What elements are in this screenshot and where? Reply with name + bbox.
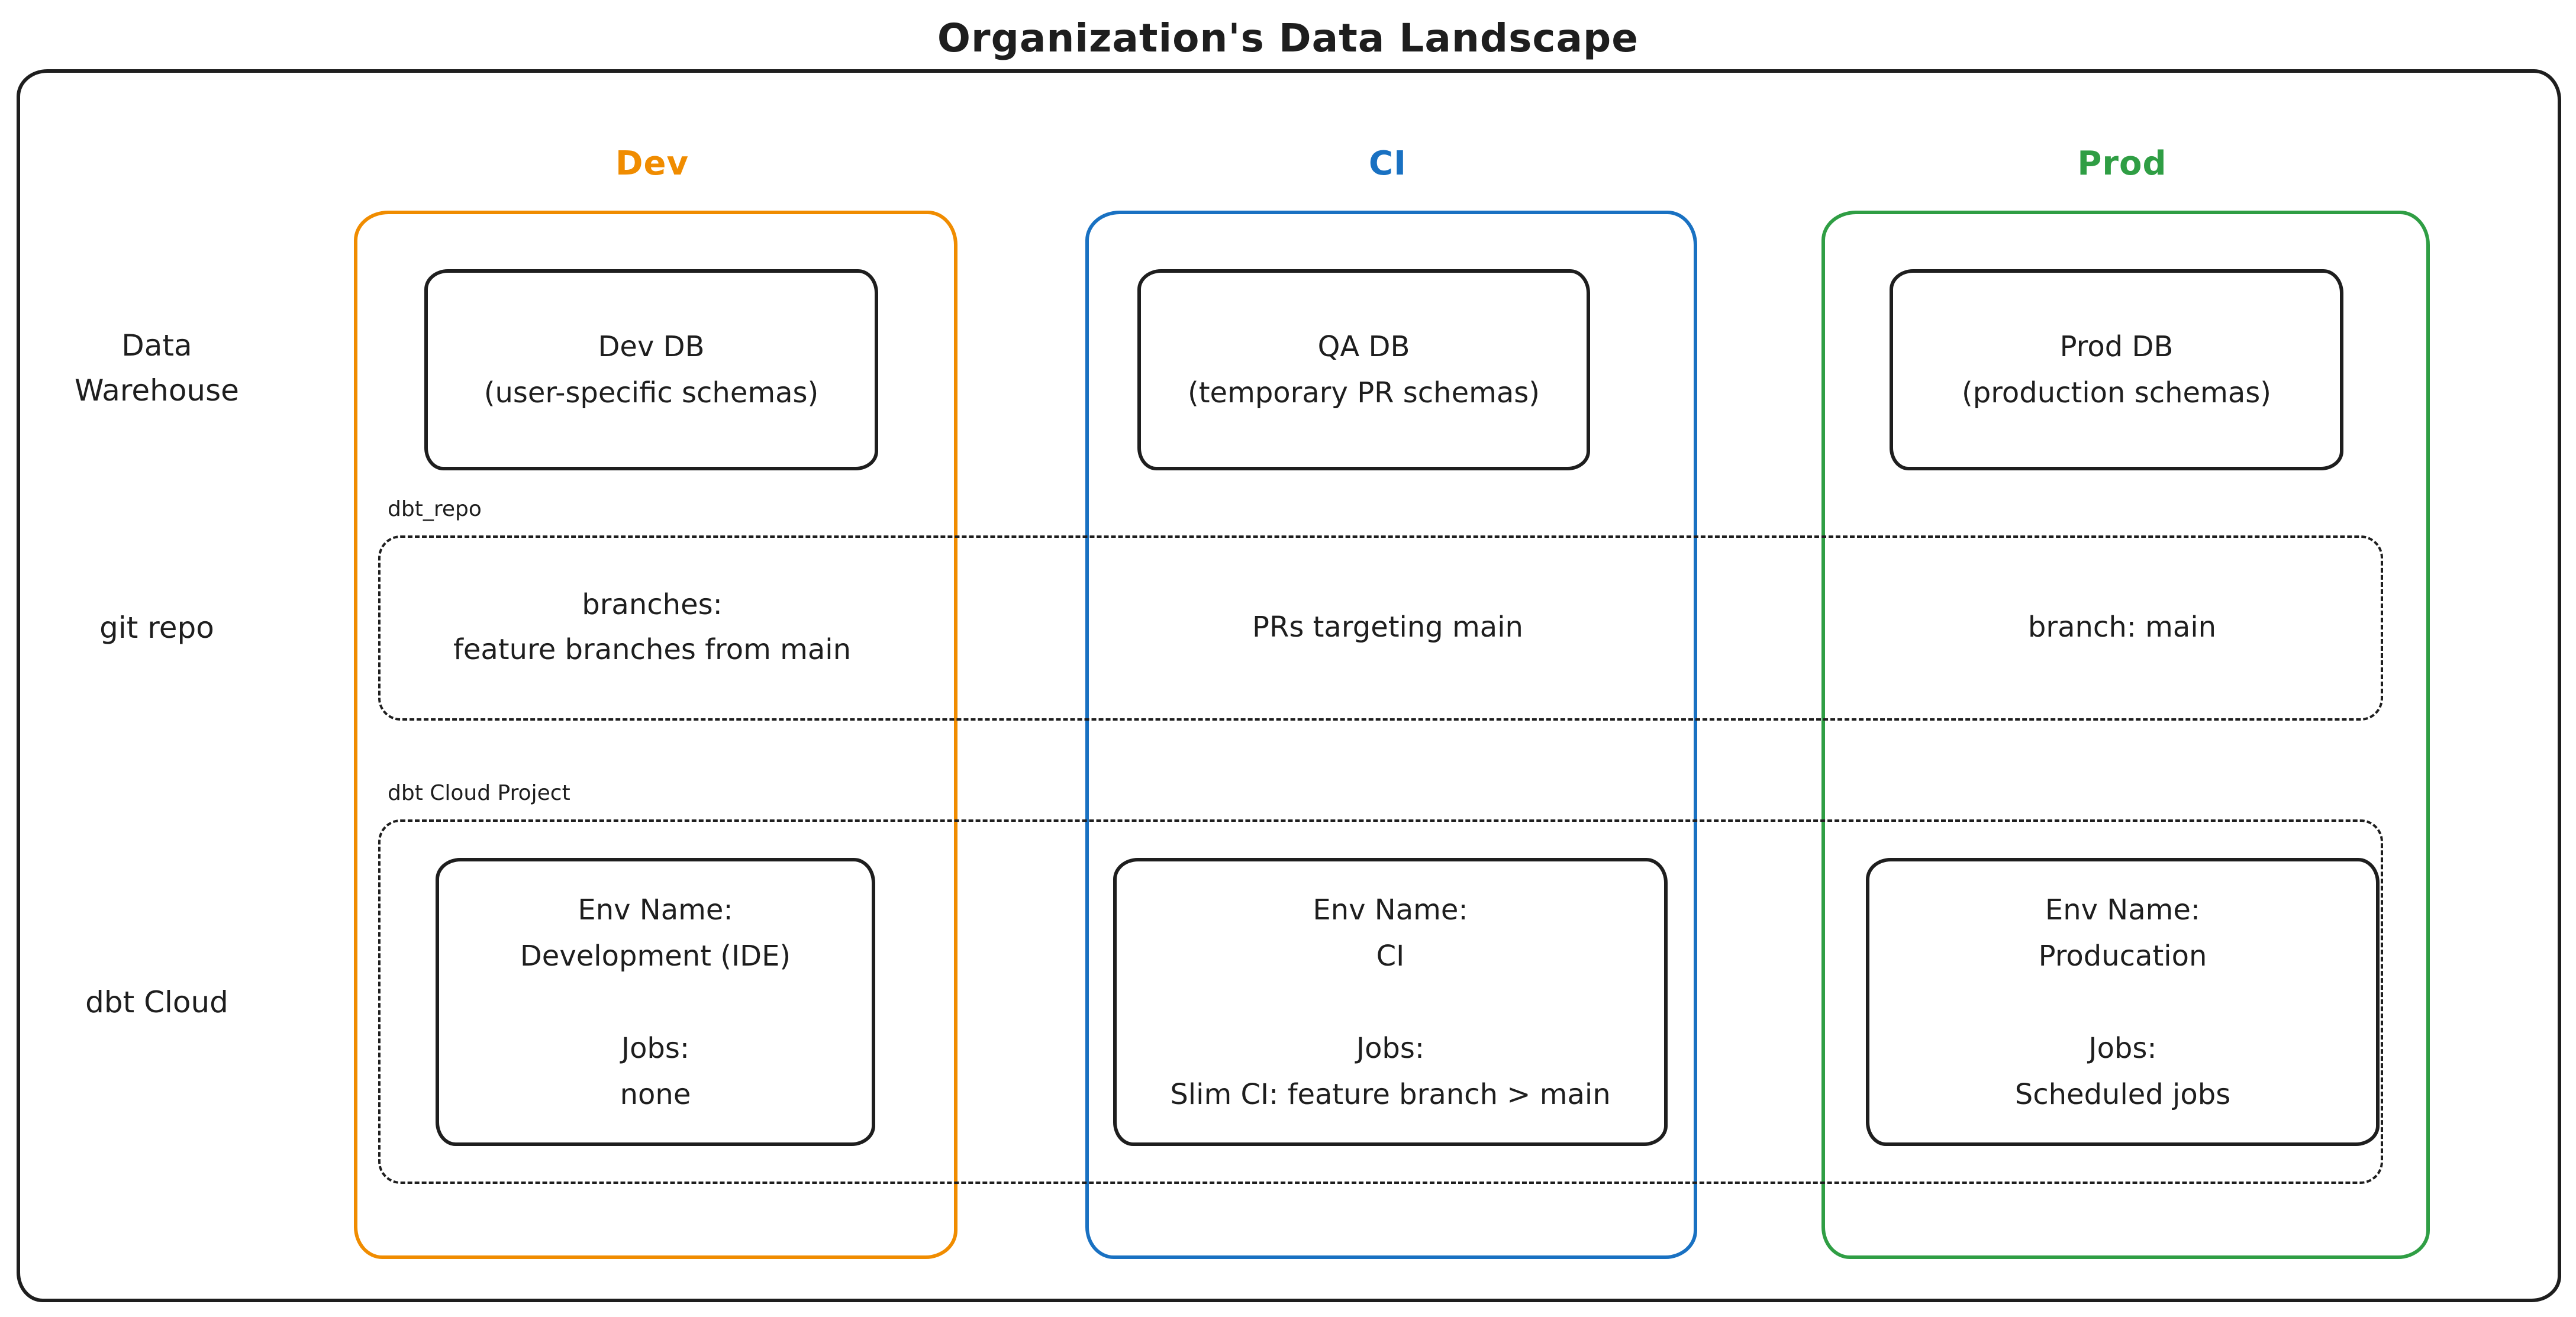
column-box-prod: [1821, 211, 2430, 1259]
diagram-title: Organization's Data Landscape: [937, 15, 1639, 61]
ci-jobs-value: Slim CI: feature branch > main: [1170, 1077, 1611, 1111]
dev-env-box: Env Name: Development (IDE) Jobs: none: [436, 858, 875, 1146]
column-box-dev: [354, 211, 957, 1259]
group-label-dbt-cloud-project: dbt Cloud Project: [388, 781, 570, 805]
dev-repo-text: branches: feature branches from main: [354, 582, 950, 672]
row-label-data-warehouse-line2: Warehouse: [75, 373, 239, 408]
prod-env-name-label: Env Name:: [2045, 893, 2201, 927]
qa-db-box: QA DB (temporary PR schemas): [1137, 269, 1590, 470]
ci-env-name-value: CI: [1376, 939, 1405, 973]
ci-repo-text: PRs targeting main: [1252, 611, 1523, 644]
spacer: [1869, 979, 2376, 1025]
dev-repo-line2: feature branches from main: [453, 633, 852, 666]
dev-db-subtitle: (user-specific schemas): [483, 376, 819, 409]
row-label-data-warehouse: Data Warehouse: [33, 323, 281, 413]
column-box-ci: [1085, 211, 1697, 1259]
ci-jobs-label: Jobs:: [1356, 1031, 1425, 1065]
spacer: [439, 979, 872, 1025]
dev-env-name-label: Env Name:: [578, 893, 733, 927]
prod-env-box: Env Name: Producation Jobs: Scheduled jo…: [1866, 858, 2380, 1146]
prod-jobs-value: Scheduled jobs: [2014, 1077, 2231, 1111]
spacer: [1117, 979, 1664, 1025]
prod-jobs-label: Jobs:: [2088, 1031, 2157, 1065]
qa-db-subtitle: (temporary PR schemas): [1187, 376, 1540, 409]
prod-db-subtitle: (production schemas): [1962, 376, 2271, 409]
prod-env-name-value: Producation: [2038, 939, 2207, 973]
ci-env-box: Env Name: CI Jobs: Slim CI: feature bran…: [1113, 858, 1668, 1146]
group-label-dbt-repo: dbt_repo: [388, 497, 482, 521]
ci-env-name-label: Env Name:: [1313, 893, 1468, 927]
dev-db-title: Dev DB: [598, 330, 705, 363]
row-label-data-warehouse-line1: Data: [121, 328, 192, 363]
dev-jobs-value: none: [620, 1077, 691, 1111]
column-header-prod: Prod: [2077, 144, 2167, 183]
group-box-dbt-repo: [378, 535, 2383, 721]
row-label-git-repo: git repo: [99, 611, 214, 645]
dev-jobs-label: Jobs:: [621, 1031, 690, 1065]
prod-repo-text: branch: main: [2027, 611, 2217, 644]
dev-env-name-value: Development (IDE): [520, 939, 791, 973]
prod-db-box: Prod DB (production schemas): [1890, 269, 2343, 470]
column-header-dev: Dev: [615, 144, 689, 183]
column-header-ci: CI: [1369, 144, 1407, 183]
row-label-dbt-cloud: dbt Cloud: [85, 985, 228, 1019]
group-box-dbt-cloud-project: [378, 819, 2383, 1184]
outer-frame: [17, 69, 2561, 1302]
qa-db-title: QA DB: [1317, 330, 1410, 363]
prod-db-title: Prod DB: [2059, 330, 2174, 363]
dev-db-box: Dev DB (user-specific schemas): [424, 269, 878, 470]
dev-repo-line1: branches:: [582, 588, 723, 621]
